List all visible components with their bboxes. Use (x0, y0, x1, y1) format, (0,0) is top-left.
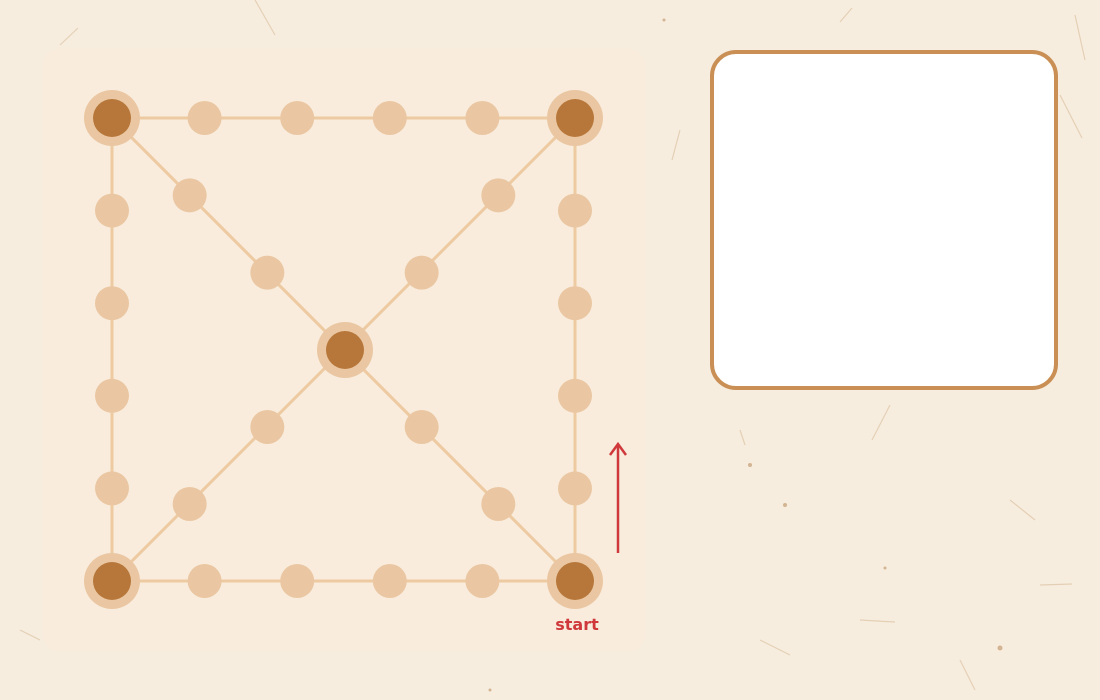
board-spot (481, 487, 516, 521)
board-spot (172, 487, 207, 521)
corner-points (84, 90, 603, 609)
board-spots (95, 101, 592, 598)
board-spot (95, 286, 129, 321)
board-spot (95, 471, 129, 506)
board-spot (404, 410, 439, 444)
corner-point-top-right (556, 99, 594, 137)
arrow-head-icon (608, 441, 628, 456)
start-marker: start (555, 441, 628, 634)
board-spot (558, 286, 592, 321)
corner-point-bottom-left (93, 562, 131, 600)
info-panel (710, 50, 1058, 390)
board-spot (280, 101, 315, 135)
board-spot (558, 471, 592, 506)
corner-point-center (326, 331, 364, 369)
board-spot (187, 101, 222, 135)
board-spot (558, 193, 592, 228)
corner-point-top-left (93, 99, 131, 137)
board-spot (558, 378, 592, 413)
board-spot (372, 101, 407, 135)
board-spot (187, 564, 222, 598)
corner-point-bottom-right (556, 562, 594, 600)
board-spot (95, 378, 129, 413)
board-spot (172, 178, 207, 213)
board-spot (250, 255, 285, 290)
board-spot (372, 564, 407, 598)
start-label: start (555, 615, 599, 634)
board-spot (280, 564, 315, 598)
board-spot (465, 564, 500, 598)
board-spot (404, 255, 439, 290)
board-spot (95, 193, 129, 228)
board-spot (250, 410, 285, 444)
board-spot (481, 178, 516, 213)
board-spot (465, 101, 500, 135)
